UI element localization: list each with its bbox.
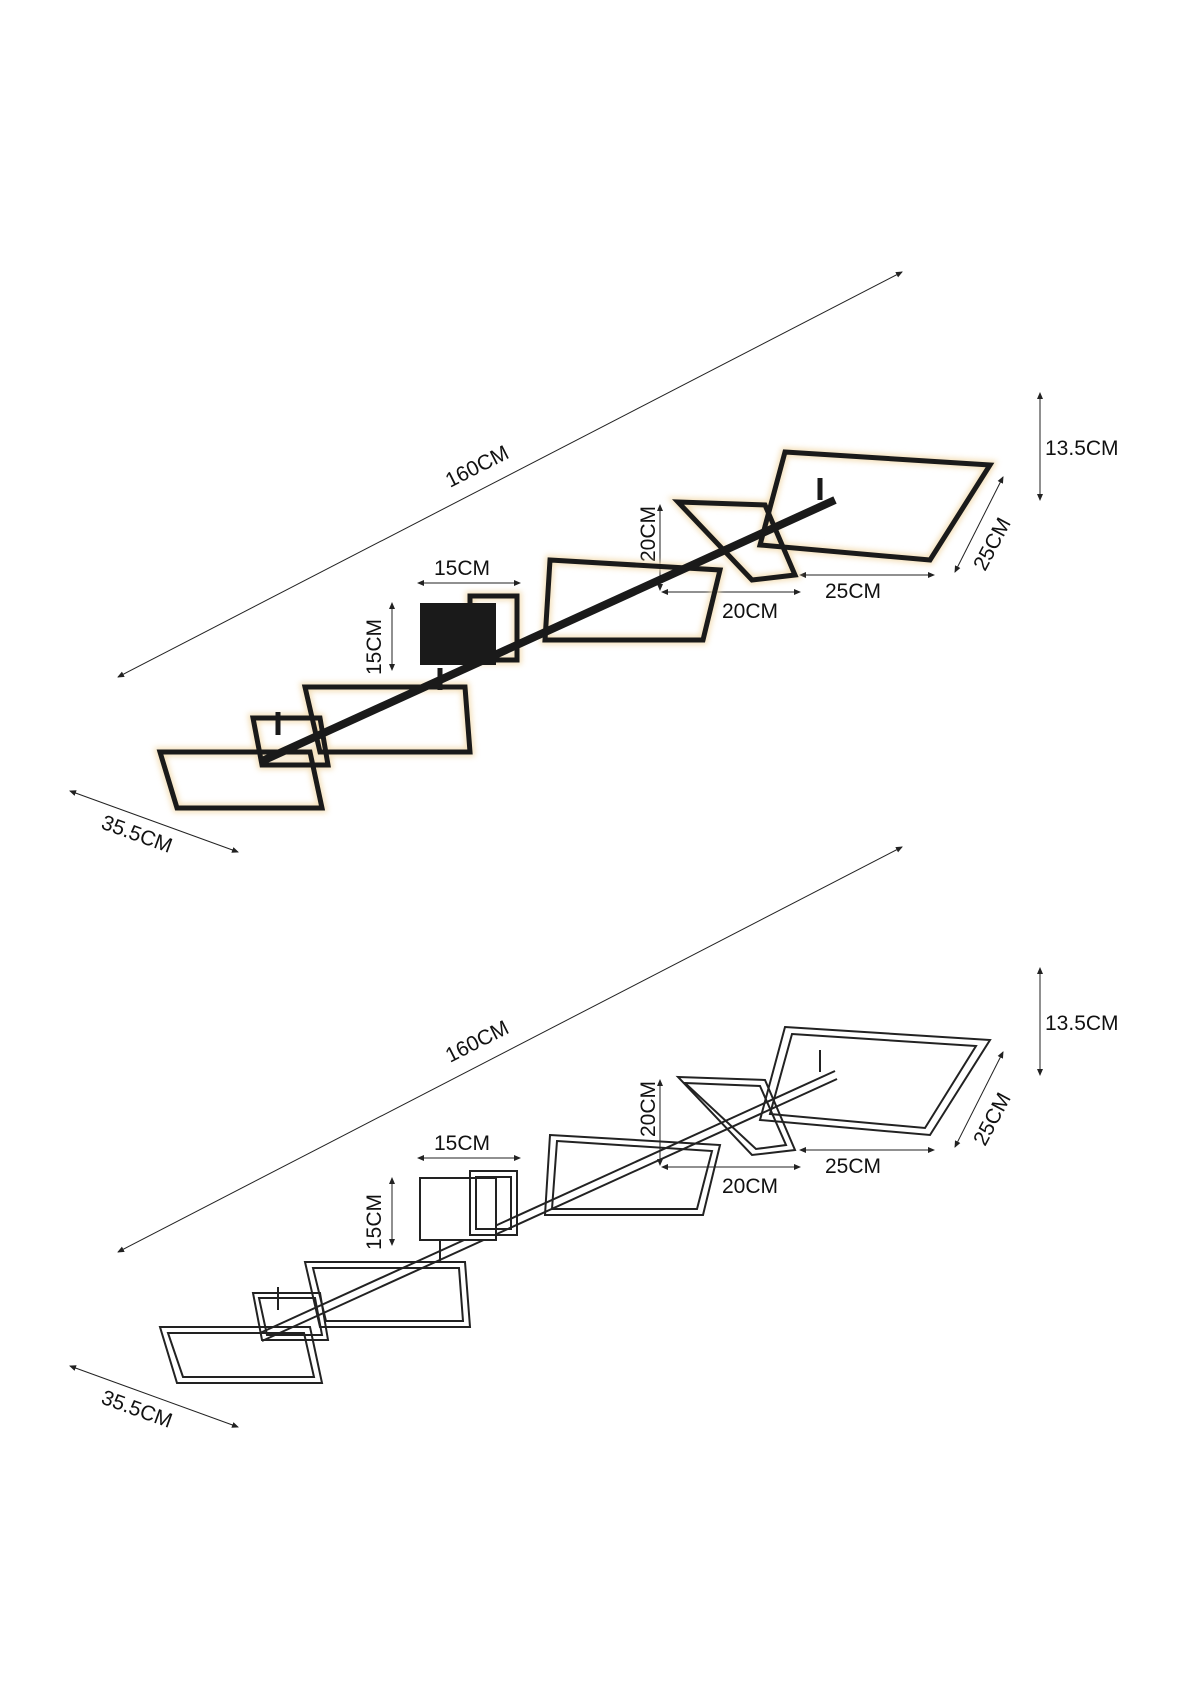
large-frame-depth-label: 25CM	[969, 1089, 1016, 1149]
large-frame-depth-label: 25CM	[969, 514, 1016, 574]
frame-3	[301, 684, 473, 755]
canopy-width-label: 15CM	[434, 1132, 490, 1155]
length-label: 160CM	[442, 441, 513, 492]
frame-7	[758, 1025, 992, 1137]
canopy-height-label: 15CM	[363, 619, 386, 675]
frame-5	[543, 1133, 722, 1216]
depth-dimension-line	[69, 1365, 239, 1428]
frame-2	[249, 715, 331, 768]
frame-6	[675, 1075, 797, 1157]
figure-bottom: 160CM 13.5CM 35.5CM 15CM 15CM 20CM 20CM …	[69, 846, 1119, 1433]
length-dimension-line	[117, 271, 903, 678]
height-label: 13.5CM	[1045, 1012, 1119, 1035]
small-frame-height-label: 20CM	[637, 1081, 660, 1137]
depth-label: 35.5CM	[98, 811, 175, 858]
frame-7	[756, 449, 995, 563]
figure-top: 160CM 13.5CM 35.5CM 15CM 15CM 20CM 20CM …	[69, 271, 1119, 858]
canopy-height-label: 15CM	[363, 1194, 386, 1250]
large-frame-depth-line	[954, 476, 1004, 573]
large-frame-width-label: 25CM	[825, 580, 881, 603]
length-dimension-line	[117, 846, 903, 1253]
lamp-solid	[153, 447, 998, 813]
frame-6	[671, 499, 799, 583]
large-frame-width-label: 25CM	[825, 1155, 881, 1178]
length-label: 160CM	[442, 1016, 513, 1067]
frame-4	[467, 593, 520, 663]
frame-2	[251, 1292, 330, 1341]
canopy-width-label: 15CM	[434, 557, 490, 580]
frame-3	[303, 1261, 472, 1328]
depth-dimension-line	[69, 790, 239, 853]
depth-label: 35.5CM	[98, 1386, 175, 1433]
lamp-outline	[158, 1025, 992, 1384]
frame-5	[542, 557, 724, 643]
frame-1	[156, 749, 326, 811]
large-frame-depth-line	[954, 1051, 1004, 1148]
small-frame-height-label: 20CM	[637, 506, 660, 562]
small-frame-width-label: 20CM	[722, 600, 778, 623]
frame-4	[469, 1170, 518, 1236]
height-label: 13.5CM	[1045, 437, 1119, 460]
canopy	[420, 603, 496, 665]
small-frame-width-label: 20CM	[722, 1175, 778, 1198]
canopy	[419, 1177, 497, 1241]
